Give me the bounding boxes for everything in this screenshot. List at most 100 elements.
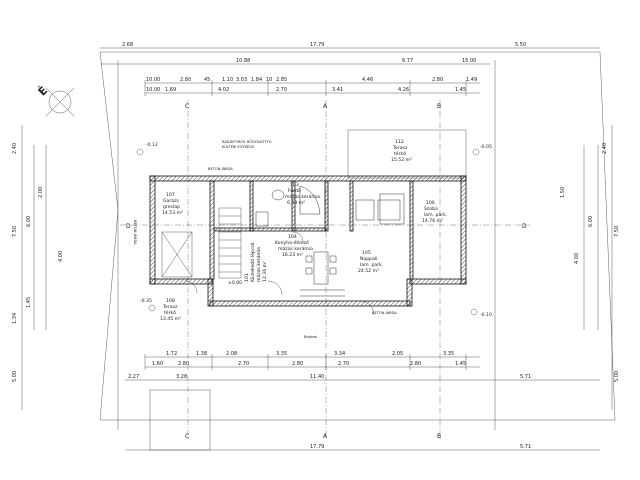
dim-bottom-2-3: 2.80: [292, 361, 303, 367]
room-108-id: 108: [166, 298, 175, 304]
dim-bottom-3-2: 11.40: [310, 374, 324, 380]
dim-bottom-4-1: 5.71: [520, 444, 531, 450]
room-103-id: 103: [290, 182, 299, 188]
north-arrow-icon: É: [36, 84, 75, 117]
top-dimension-chains: 2.68 17.79 5.50 10.88 6.77 15.00 10.00 2…: [100, 42, 600, 94]
dining-table: [300, 251, 345, 297]
room-112-name: Terasz: [392, 145, 408, 151]
dim-top-3-8: 4.46: [362, 77, 373, 83]
room-101-area: 12.36 m²: [262, 261, 268, 282]
dim-bottom-2-6: 1.45: [455, 361, 466, 367]
dim-top-3-7: 2.85: [276, 77, 287, 83]
dim-bottom-1-3: 3.35: [276, 351, 287, 357]
room-106-area: 14.76 m²: [422, 218, 443, 224]
axis-label-b-bottom: B: [437, 433, 441, 440]
dim-bottom-2-5: 2.80: [410, 361, 421, 367]
dim-right-4: 1.50: [560, 187, 566, 198]
level-mark-3: ±0.00: [228, 280, 242, 286]
room-labels: 112 Terasz térkő 15.52 m² 107 Garázs gre…: [160, 139, 447, 322]
room-105-name: Nappali: [360, 256, 377, 262]
dim-left-6: 1.45: [26, 297, 32, 308]
room-106: 106 Szoba lam. park. 14.76 m²: [422, 200, 447, 224]
axis-label-a-bottom: A: [323, 433, 328, 440]
dim-right-3: 4.00: [574, 253, 580, 264]
dim-top-3-4: 3.03: [236, 77, 247, 83]
terrace-112-outline: [347, 129, 467, 179]
level-marks: -0.12 -0.05 ±0.00 -0.35 -0.10: [136, 142, 492, 318]
garage-block: [161, 231, 193, 278]
dim-bottom-4-0: 17.79: [310, 444, 324, 450]
dim-bottom-1-1: 1.38: [196, 351, 207, 357]
dim-bottom-1-6: 3.35: [443, 351, 454, 357]
room-107-id: 107: [166, 192, 175, 198]
plot-boundary: [99, 51, 616, 421]
room-104: 104 Konyha-étkező mázas kerámia 16.23 m²: [275, 234, 313, 258]
note-walkway-left: BETON JÁRDA: [133, 220, 138, 245]
dim-left-5: 4.00: [58, 251, 64, 262]
dim-top-1c: 5.50: [515, 42, 526, 48]
room-105-floor: lam. park.: [360, 262, 383, 268]
room-101: 101 Közlekedő-lépcső mázas kerámia 12.36…: [244, 242, 268, 282]
room-101-id: 101: [244, 273, 250, 282]
dim-top-3-9: 2.80: [432, 77, 443, 83]
room-106-name: Szoba: [424, 206, 438, 212]
axis-label-d-left: D: [126, 223, 131, 230]
axis-label-d-right: D: [522, 223, 527, 230]
room-103-floor: mázas kerámia: [285, 193, 320, 200]
room-112-floor: térkő: [394, 150, 406, 157]
dim-left-1: 7.50: [12, 226, 18, 237]
level-mark-4: -0.35: [140, 298, 152, 304]
living-furniture: [355, 193, 405, 225]
dim-top-4-3: 2.70: [276, 87, 287, 93]
room-108-name: Terasz: [162, 304, 178, 310]
room-104-area: 16.23 m²: [282, 252, 303, 258]
dim-bottom-2-0: 1.60: [152, 361, 163, 367]
axis-label-b-top: B: [437, 103, 441, 110]
dimension-ticks: [144, 80, 467, 370]
dim-left-4: 2.00: [38, 187, 44, 198]
dim-left-3: 6.00: [26, 216, 32, 227]
level-mark-2: -0.05: [480, 144, 492, 150]
room-106-id: 106: [426, 200, 435, 206]
level-mark-5: -0.10: [480, 312, 492, 318]
room-104-id: 104: [288, 234, 297, 240]
dim-top-4-6: 1.45: [455, 87, 466, 93]
room-105-area: 24.52 m²: [358, 268, 379, 274]
dim-bottom-1-5: 2.05: [392, 351, 403, 357]
dim-left-7: 1.34: [12, 313, 18, 324]
room-103-area: 6.49 m²: [287, 200, 305, 206]
room-107: 107 Garázs greslap 14.53 m²: [162, 192, 183, 216]
dim-bottom-2-2: 2.70: [238, 361, 249, 367]
dim-bottom-1-4: 3.34: [334, 351, 345, 357]
room-101-floor: mázas kerámia: [255, 247, 262, 282]
dim-top-2c: 15.00: [462, 58, 476, 64]
note-walkway-top: BETON JÁRDA: [208, 166, 233, 171]
bathroom-fixtures: [255, 185, 321, 227]
structural-axes: C A B C A B D D: [120, 100, 530, 440]
dim-left-0: 2.40: [12, 143, 18, 154]
building-walls: [149, 175, 467, 307]
dim-top-3-2: 45: [204, 77, 210, 83]
dim-right-5: 5.00: [614, 371, 620, 382]
dim-right-2: 6.00: [588, 216, 594, 227]
bottom-dimension-chains: 1.72 1.38 2.08 3.35 3.34 2.05 3.35 1.60 …: [125, 351, 600, 451]
room-107-area: 14.53 m²: [162, 210, 183, 216]
dim-bottom-3-0: 2.27: [128, 374, 139, 380]
note-heatpump-1: RADIÁTOROS HŐSZIVATTYÚ: [222, 139, 272, 144]
dim-top-3-3: 1.10: [222, 77, 233, 83]
right-dimension-chains: 2.40 7.50 6.00 4.00 1.50 5.00: [560, 125, 620, 410]
axis-label-a-top: A: [323, 103, 328, 110]
room-105: 105 Nappali lam. park. 24.52 m²: [358, 250, 383, 274]
dim-top-4-2: 4.02: [218, 87, 229, 93]
dim-top-3-6: 10: [266, 77, 272, 83]
dim-bottom-3-1: 3.28: [176, 374, 187, 380]
room-107-floor: greslap: [163, 204, 180, 210]
room-103: 103 Fürdő mázas kerámia 6.49 m²: [285, 182, 320, 206]
left-dimension-chains: 2.40 7.50 5.00 6.00 2.00 4.00 1.45 1.34: [12, 125, 64, 410]
room-103-name: Fürdő: [288, 188, 301, 194]
dim-top-3-10: 1.49: [466, 77, 477, 83]
dim-top-2a: 10.88: [236, 58, 250, 64]
dim-right-1: 7.50: [614, 226, 620, 237]
door-swings: [184, 231, 375, 316]
dim-top-4-5: 4.26: [398, 87, 409, 93]
